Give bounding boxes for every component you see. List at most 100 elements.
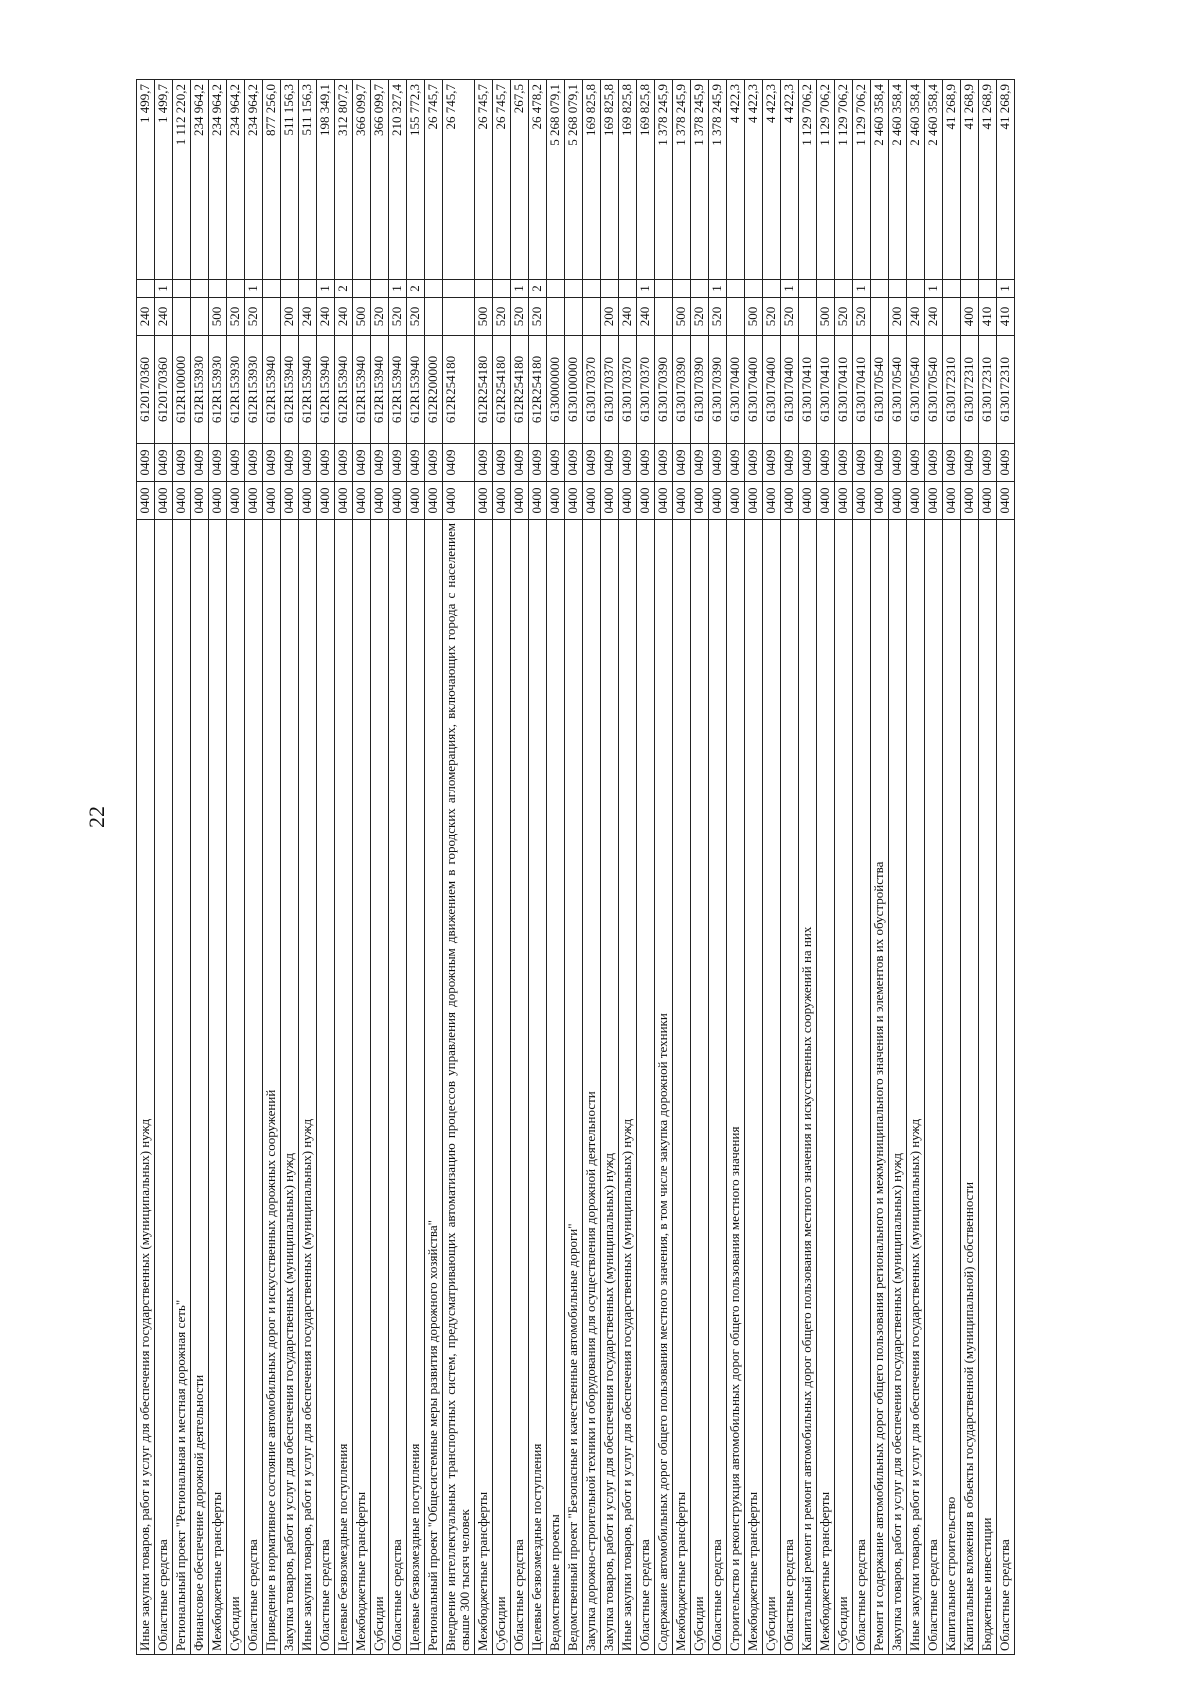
- funding-source-cell: 1: [154, 279, 173, 298]
- subsection-code-cell: 0409: [136, 443, 155, 482]
- subsection-code-cell: 0409: [906, 443, 925, 482]
- subsection-code-cell: 0409: [762, 443, 781, 482]
- funding-source-cell: [672, 279, 691, 298]
- funding-source-cell: [654, 279, 673, 298]
- section-code-cell: 0400: [582, 481, 601, 520]
- subsection-code-cell: 0409: [424, 443, 443, 482]
- row-name-cell: Межбюджетные трансферты: [474, 519, 493, 1655]
- subsection-code-cell: 0409: [600, 443, 619, 482]
- subsection-code-cell: 0409: [996, 443, 1015, 482]
- section-code-cell: 0400: [762, 481, 781, 520]
- subsection-code-cell: 0409: [244, 443, 263, 482]
- subsection-code-cell: 0409: [564, 443, 583, 482]
- row-name-cell: Областные средства: [924, 519, 943, 1655]
- target-article-code-cell: 612R153940: [370, 335, 389, 444]
- target-article-code-cell: 6130170390: [654, 335, 673, 444]
- subsection-code-cell: 0409: [352, 443, 371, 482]
- row-name-cell: Областные средства: [510, 519, 529, 1655]
- amount-cell: 41 268,9: [978, 79, 997, 280]
- subsection-code-cell: 0409: [924, 443, 943, 482]
- row-name-cell: Областные средства: [316, 519, 335, 1655]
- row-name-cell: Закупка дорожно-строительной техники и о…: [582, 519, 601, 1655]
- row-name-cell: Целевые безвозмездные поступления: [528, 519, 547, 1655]
- expense-type-code-cell: 200: [600, 297, 619, 336]
- section-code-cell: 0400: [672, 481, 691, 520]
- subsection-code-cell: 0409: [208, 443, 227, 482]
- target-article-code-cell: 6130170540: [888, 335, 907, 444]
- row-name-cell: Региональный проект "Общесистемные меры …: [424, 519, 443, 1655]
- funding-source-cell: [492, 279, 511, 298]
- subsection-code-cell: 0409: [316, 443, 335, 482]
- table-row: Внедрение интеллектуальных транспортных …: [442, 79, 475, 1655]
- funding-source-cell: [942, 279, 961, 298]
- amount-cell: 26 745,7: [424, 79, 443, 280]
- target-article-code-cell: 6130170410: [852, 335, 871, 444]
- funding-source-cell: 1: [708, 279, 727, 298]
- subsection-code-cell: 0409: [172, 443, 191, 482]
- funding-source-cell: 1: [924, 279, 943, 298]
- section-code-cell: 0400: [492, 481, 511, 520]
- expense-type-code-cell: [942, 297, 961, 336]
- amount-cell: 366 099,7: [352, 79, 371, 280]
- section-code-cell: 0400: [870, 481, 889, 520]
- row-name-cell: Закупка товаров, работ и услуг для обесп…: [600, 519, 619, 1655]
- expense-type-code-cell: 240: [618, 297, 637, 336]
- amount-cell: 2 460 358,4: [888, 79, 907, 280]
- target-article-code-cell: 6130170370: [636, 335, 655, 444]
- section-code-cell: 0400: [316, 481, 335, 520]
- amount-cell: 169 825,8: [600, 79, 619, 280]
- expense-type-code-cell: [564, 297, 583, 336]
- subsection-code-cell: 0409: [154, 443, 173, 482]
- amount-cell: 1 378 245,9: [690, 79, 709, 280]
- page-number: 22: [84, 806, 109, 828]
- funding-source-cell: [600, 279, 619, 298]
- row-name-cell: Субсидии: [690, 519, 709, 1655]
- table-row: Закупка товаров, работ и услуг для обесп…: [888, 79, 907, 1655]
- amount-cell: 234 964,2: [226, 79, 245, 280]
- amount-cell: 4 422,3: [744, 79, 763, 280]
- row-name-cell: Финансовое обеспечение дорожной деятельн…: [190, 519, 209, 1655]
- row-name-cell: Областные средства: [636, 519, 655, 1655]
- funding-source-cell: 1: [388, 279, 407, 298]
- row-name-cell: Областные средства: [852, 519, 871, 1655]
- row-name-cell: Межбюджетные трансферты: [816, 519, 835, 1655]
- amount-cell: 26 745,7: [492, 79, 511, 280]
- table-row: Закупка товаров, работ и услуг для обесп…: [280, 79, 299, 1655]
- expense-type-code-cell: 520: [528, 297, 547, 336]
- subsection-code-cell: 0409: [654, 443, 673, 482]
- expense-type-code-cell: [190, 297, 209, 336]
- row-name-cell: Капитальные вложения в объекты государст…: [960, 519, 979, 1655]
- target-article-code-cell: 6130170390: [672, 335, 691, 444]
- expense-type-code-cell: 410: [978, 297, 997, 336]
- expense-type-code-cell: 200: [888, 297, 907, 336]
- subsection-code-cell: 0409: [492, 443, 511, 482]
- target-article-code-cell: 6130172310: [996, 335, 1015, 444]
- section-code-cell: 0400: [226, 481, 245, 520]
- target-article-code-cell: 6130170400: [726, 335, 745, 444]
- section-code-cell: 0400: [636, 481, 655, 520]
- row-name-cell: Внедрение интеллектуальных транспортных …: [442, 519, 475, 1655]
- expense-type-code-cell: 520: [510, 297, 529, 336]
- budget-sheet-rotated: Иные закупки товаров, работ и услуг для …: [136, 79, 1015, 1655]
- table-row: Ведомственный проект "Безопасные и качес…: [564, 79, 583, 1655]
- expense-type-code-cell: 200: [280, 297, 299, 336]
- target-article-code-cell: 612R153940: [388, 335, 407, 444]
- section-code-cell: 0400: [528, 481, 547, 520]
- section-code-cell: 0400: [852, 481, 871, 520]
- expense-type-code-cell: [798, 297, 817, 336]
- funding-source-cell: [762, 279, 781, 298]
- expense-type-code-cell: [442, 297, 475, 336]
- funding-source-cell: [978, 279, 997, 298]
- row-name-cell: Приведение в нормативное состояние автом…: [262, 519, 281, 1655]
- funding-source-cell: [424, 279, 443, 298]
- row-name-cell: Межбюджетные трансферты: [744, 519, 763, 1655]
